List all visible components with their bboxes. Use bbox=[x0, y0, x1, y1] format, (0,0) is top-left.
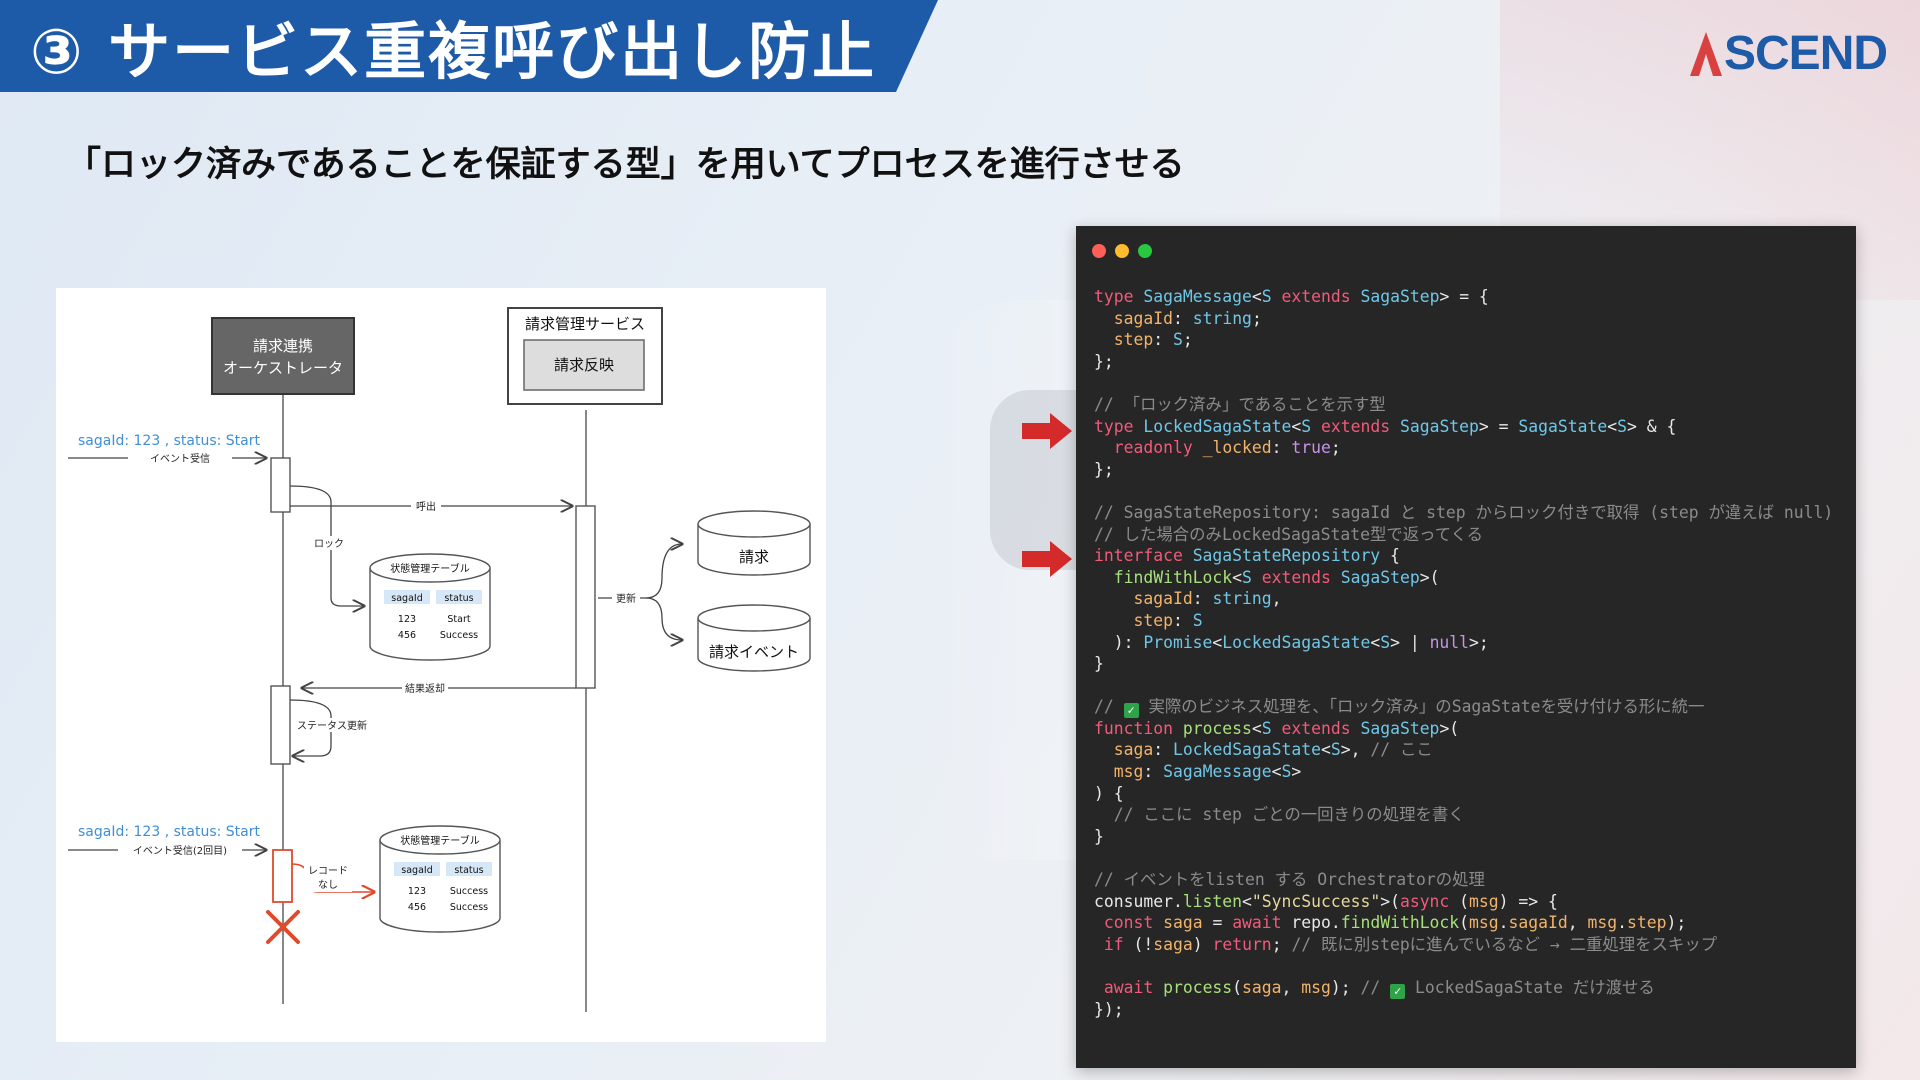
code-line bbox=[1094, 675, 1833, 697]
pointer-arrow-icon bbox=[1022, 541, 1072, 577]
code-line bbox=[1094, 480, 1833, 502]
code-line: }; bbox=[1094, 351, 1114, 371]
code-line: interface SagaStateRepository { bbox=[1094, 546, 1400, 566]
lock-label: ロック bbox=[314, 538, 344, 550]
db-billing-event: 請求イベント bbox=[697, 604, 811, 672]
code-line bbox=[1094, 847, 1833, 869]
slide-subtitle: 「ロック済みであることを保証する型」を用いてプロセスを進行させる bbox=[66, 145, 1185, 185]
sequence-diagram-svg: 請求連携 オーケストレータ 請求管理サービス 請求反映 sagaId: 123 … bbox=[68, 307, 811, 1012]
rejected-x-icon bbox=[266, 910, 300, 944]
activation-service bbox=[575, 505, 596, 689]
code-line: readonly _locked: true; bbox=[1113, 438, 1341, 458]
close-dot-icon bbox=[1092, 244, 1106, 258]
code-line: msg: SagaMessage<S> bbox=[1113, 762, 1302, 782]
svg-text:Success: Success bbox=[450, 886, 488, 897]
code-line: // ここに step ごとの一回きりの処理を書く bbox=[1113, 805, 1465, 825]
state-table-2: 状態管理テーブル sagaId status 123 Success 456 S… bbox=[379, 825, 501, 933]
code-line: sagaId: string; bbox=[1113, 308, 1262, 328]
maximize-dot-icon bbox=[1138, 244, 1152, 258]
code-line: // SagaStateRepository: sagaId と step から… bbox=[1094, 502, 1834, 522]
record-label-1: レコード bbox=[308, 866, 348, 877]
code-line: ) { bbox=[1094, 783, 1124, 803]
slide-title: ③ サービス重複呼び出し防止 bbox=[30, 15, 877, 88]
sequence-diagram: 請求連携 オーケストレータ 請求管理サービス 請求反映 sagaId: 123 … bbox=[56, 288, 826, 1042]
code-line: if (!saga) return; // 既に別stepに進んでいるなど → … bbox=[1103, 934, 1718, 954]
ascend-logo: SCEND bbox=[1686, 26, 1888, 81]
code-line: }); bbox=[1094, 999, 1124, 1019]
table1-title: 状態管理テーブル bbox=[390, 562, 469, 575]
svg-text:Start: Start bbox=[447, 614, 470, 625]
logo-a-mark bbox=[1690, 31, 1722, 76]
svg-text:sagaId: sagaId bbox=[401, 865, 432, 876]
table2-title: 状態管理テーブル bbox=[400, 834, 479, 847]
update-label: 更新 bbox=[616, 592, 636, 605]
svg-text:Success: Success bbox=[450, 902, 488, 913]
code-line: } bbox=[1094, 654, 1104, 674]
activation-1 bbox=[270, 457, 291, 513]
code-line: consumer.listen<"SyncSuccess">(async (ms… bbox=[1094, 891, 1558, 911]
activation-3-rejected bbox=[272, 849, 293, 903]
code-line: const saga = await repo.findWithLock(msg… bbox=[1103, 913, 1687, 933]
svg-text:456: 456 bbox=[408, 902, 426, 913]
service-inner-label: 請求反映 bbox=[554, 356, 614, 374]
code-line: // ✓ 実際のビジネス処理を、「ロック済み」のSagaStateを受け付ける形… bbox=[1094, 697, 1705, 719]
code-line: type LockedSagaState<S extends SagaStep>… bbox=[1094, 416, 1677, 436]
svg-text:status: status bbox=[444, 593, 473, 604]
logo-text: SCEND bbox=[1724, 27, 1888, 80]
minimize-dot-icon bbox=[1115, 244, 1129, 258]
svg-text:status: status bbox=[454, 865, 483, 876]
db-billing: 請求 bbox=[697, 510, 811, 576]
state-table-1: 状態管理テーブル sagaId status 123 Start 456 Suc… bbox=[369, 553, 491, 661]
event2-arrow-label: イベント受信(2回目) bbox=[133, 845, 227, 857]
code-line bbox=[1094, 372, 1833, 394]
service-box: 請求管理サービス 請求反映 bbox=[507, 307, 663, 405]
code-line: // 「ロック済み」であることを示す型 bbox=[1094, 394, 1386, 414]
code-line: // イベントをlisten する Orchestratorの処理 bbox=[1094, 870, 1485, 890]
svg-text:123: 123 bbox=[398, 614, 416, 625]
code-window: type SagaMessage<S extends SagaStep> = {… bbox=[1076, 226, 1856, 1068]
orchestrator-label-2: オーケストレータ bbox=[223, 359, 343, 377]
code-line: type SagaMessage<S extends SagaStep> = { bbox=[1094, 287, 1489, 306]
svg-text:456: 456 bbox=[398, 630, 416, 641]
code-line: } bbox=[1094, 826, 1104, 846]
db2-label: 請求イベント bbox=[709, 643, 799, 661]
svg-text:sagaId: sagaId bbox=[391, 593, 422, 604]
pointer-arrow-icon bbox=[1022, 413, 1072, 449]
svg-text:Success: Success bbox=[440, 630, 478, 641]
event2-label: sagaId: 123 , status: Start bbox=[78, 824, 260, 840]
event1-label: sagaId: 123 , status: Start bbox=[78, 433, 260, 449]
code-line: saga: LockedSagaState<S>, // ここ bbox=[1113, 740, 1433, 760]
status-update-label: ステータス更新 bbox=[297, 719, 367, 732]
code-block: type SagaMessage<S extends SagaStep> = {… bbox=[1094, 286, 1833, 1020]
code-line bbox=[1094, 955, 1833, 977]
svg-text:123: 123 bbox=[408, 886, 426, 897]
activation-2 bbox=[270, 685, 291, 765]
window-controls bbox=[1092, 244, 1152, 258]
orchestrator-box: 請求連携 オーケストレータ bbox=[211, 317, 355, 395]
orchestrator-label-1: 請求連携 bbox=[253, 337, 313, 355]
code-line: await process(saga, msg); // ✓ LockedSag… bbox=[1103, 978, 1655, 999]
code-line: function process<S extends SagaStep>( bbox=[1094, 718, 1460, 738]
code-line: ): Promise<LockedSagaState<S> | null>; bbox=[1094, 632, 1489, 652]
code-line: step: S bbox=[1133, 610, 1203, 630]
code-line: sagaId: string, bbox=[1133, 589, 1282, 609]
code-line: step: S; bbox=[1113, 330, 1193, 350]
code-line: // した場合のみLockedSagaState型で返ってくる bbox=[1094, 524, 1484, 544]
service-label: 請求管理サービス bbox=[525, 315, 645, 333]
code-line: findWithLock<S extends SagaStep>( bbox=[1113, 567, 1440, 587]
title-bar: ③ サービス重複呼び出し防止 bbox=[0, 0, 938, 92]
code-line: }; bbox=[1094, 459, 1114, 479]
db1-label: 請求 bbox=[739, 548, 769, 566]
event1-arrow-label: イベント受信 bbox=[150, 453, 210, 465]
result-label: 結果返却 bbox=[405, 682, 445, 695]
record-label-2: なし bbox=[318, 879, 338, 891]
call-label: 呼出 bbox=[416, 500, 436, 513]
